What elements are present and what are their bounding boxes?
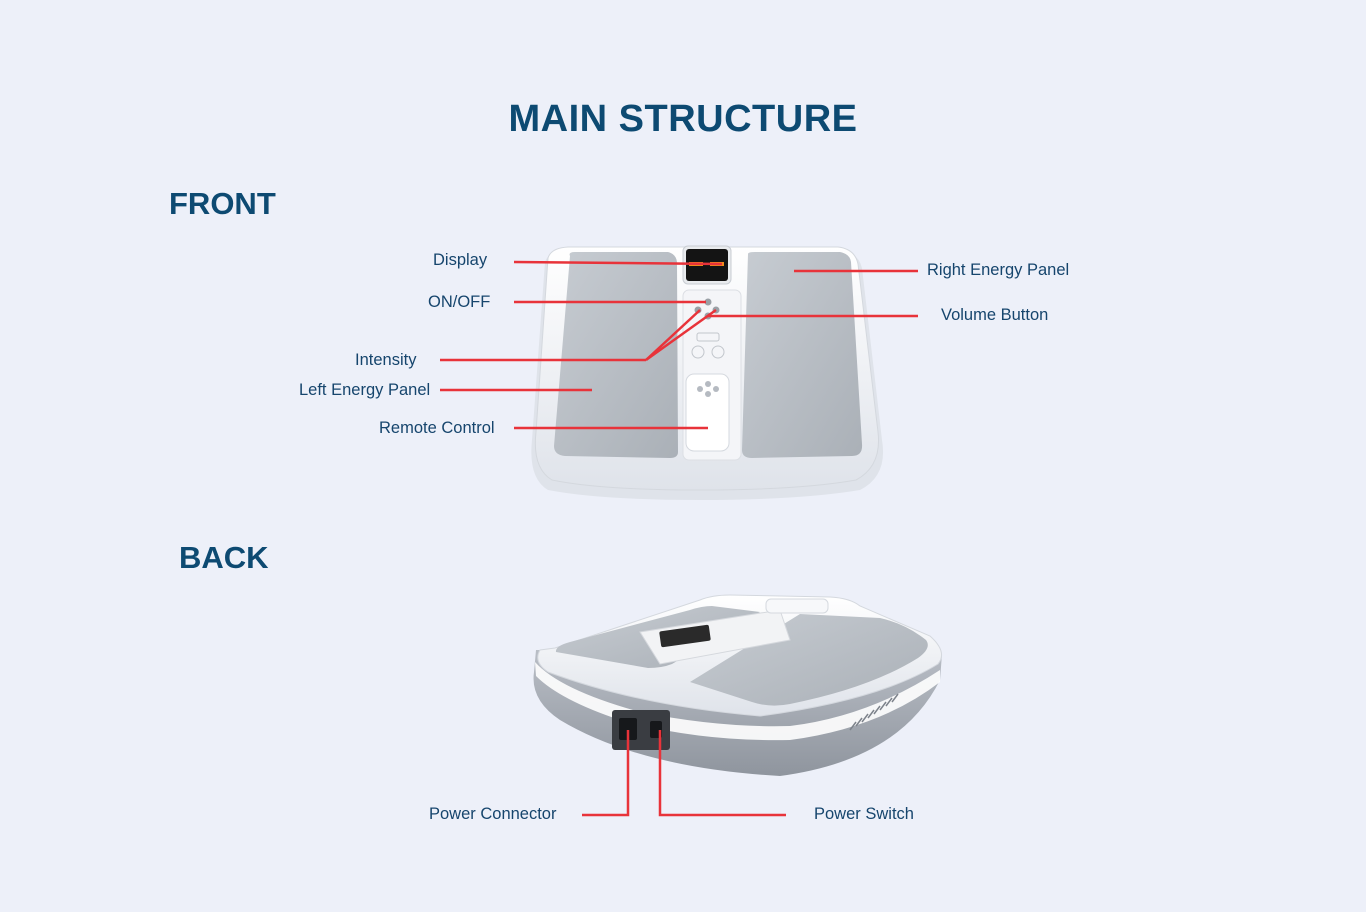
label-on-off: ON/OFF [428, 293, 491, 311]
power-connector-callout [582, 730, 630, 817]
right-energy-panel [742, 252, 863, 458]
label-right-energy-panel: Right Energy Panel [927, 261, 1070, 279]
front-device [531, 245, 884, 500]
label-remote-control: Remote Control [379, 419, 495, 437]
remote-control [685, 373, 730, 452]
left-energy-panel [554, 252, 678, 458]
label-left-energy-panel: Left Energy Panel [299, 381, 431, 399]
back-right-panel [690, 614, 928, 706]
label-power-switch: Power Switch [814, 805, 914, 823]
page-title: MAIN STRUCTURE [508, 98, 858, 140]
display-callout [513, 260, 723, 266]
label-intensity: Intensity [355, 351, 417, 369]
back-heading: BACK [179, 540, 269, 575]
back-device [533, 594, 943, 776]
power-switch-callout [658, 730, 786, 817]
label-display: Display [433, 251, 488, 269]
callout-lines [440, 260, 918, 817]
label-volume-button: Volume Button [941, 306, 1049, 324]
label-power-connector: Power Connector [429, 805, 557, 823]
on-off-button [704, 298, 712, 306]
front-heading: FRONT [169, 186, 276, 221]
power-connector [619, 718, 637, 740]
